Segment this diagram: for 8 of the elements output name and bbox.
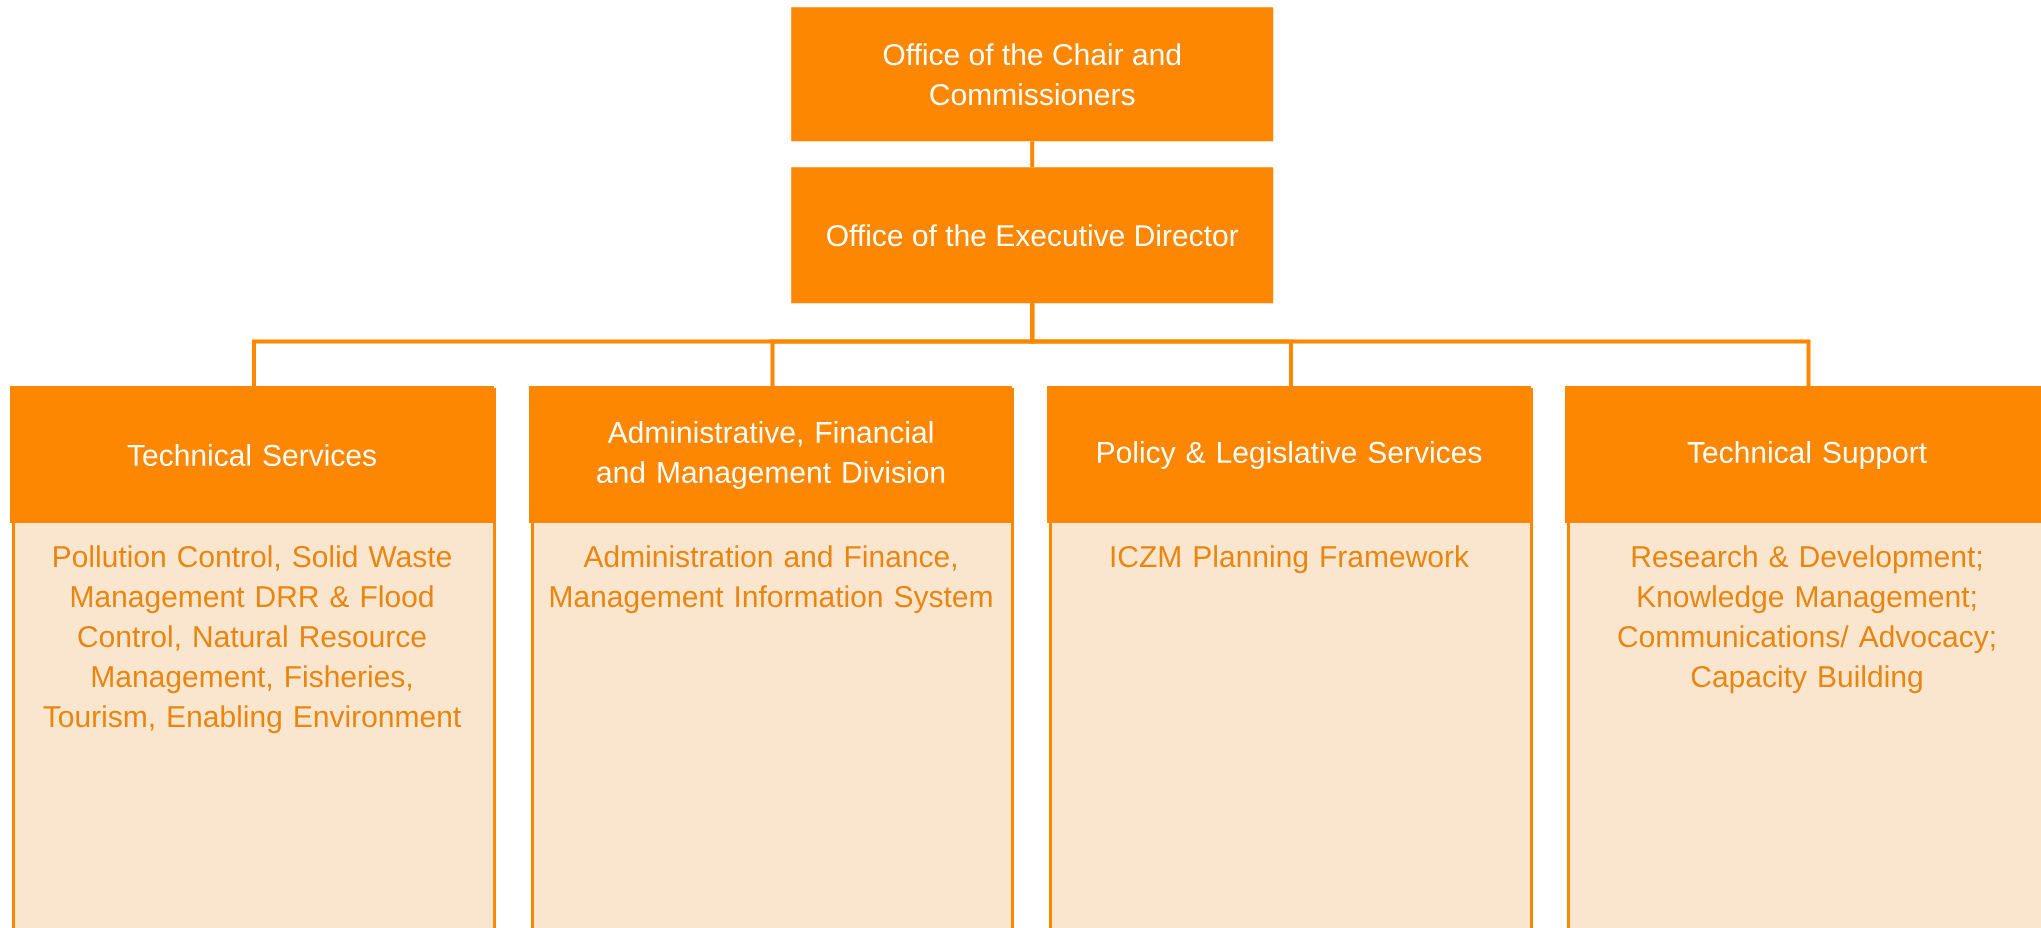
division-box: Policy & Legislative Services ICZM Planning Framework xyxy=(1047,386,1533,928)
connector-line xyxy=(1030,141,1035,167)
division-box: Administrative, Financial and Management Division Administration and Finance, Management Information System xyxy=(529,386,1014,928)
division-box: Technical Services Pollution Control, Solid Waste Management DRR & Flood Control, Natural Resource Management, Fisheries, Tourism, Enabling Environment xyxy=(10,386,496,928)
connector-line xyxy=(1030,303,1811,388)
office-box: Office of the Executive Director xyxy=(791,167,1274,304)
division-box: Technical Support Research & Development; Knowledge Management; Communications/ Advocacy; Capacity Building xyxy=(1565,386,2041,928)
office-box: Office of the Chair and Commissioners xyxy=(791,7,1274,142)
